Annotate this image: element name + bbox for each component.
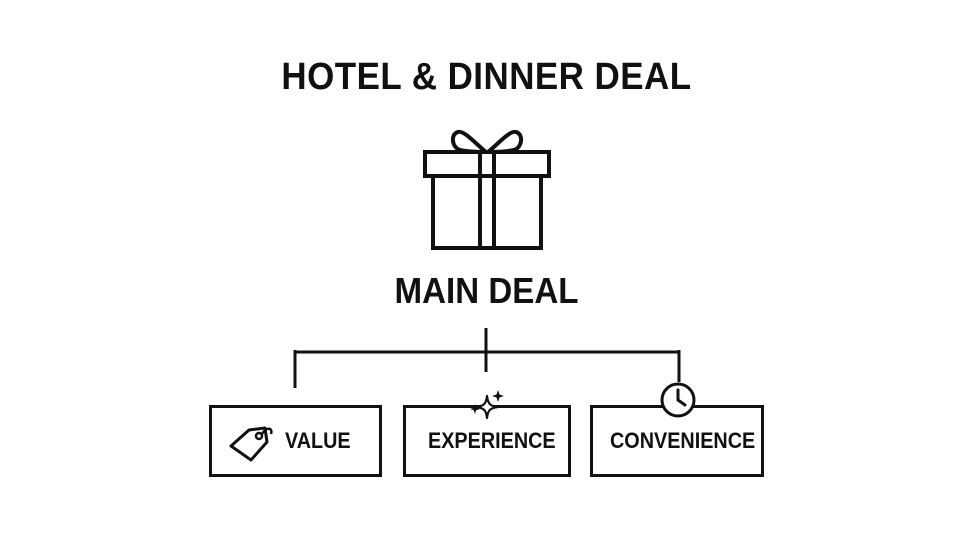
convenience-box: CONVENIENCE (590, 405, 764, 477)
gift-icon (423, 129, 551, 250)
clock-icon (660, 382, 696, 418)
convenience-label: CONVENIENCE (610, 428, 756, 453)
price-tag-icon (229, 426, 273, 462)
experience-box: EXPERIENCE (403, 405, 571, 477)
diagram-title: HOTEL & DINNER DEAL (281, 56, 692, 98)
sparkle-icon (470, 390, 504, 420)
value-box: VALUE (209, 405, 382, 477)
value-label: VALUE (285, 428, 351, 453)
experience-label: EXPERIENCE (428, 428, 556, 453)
main-deal-label: MAIN DEAL (394, 270, 579, 311)
